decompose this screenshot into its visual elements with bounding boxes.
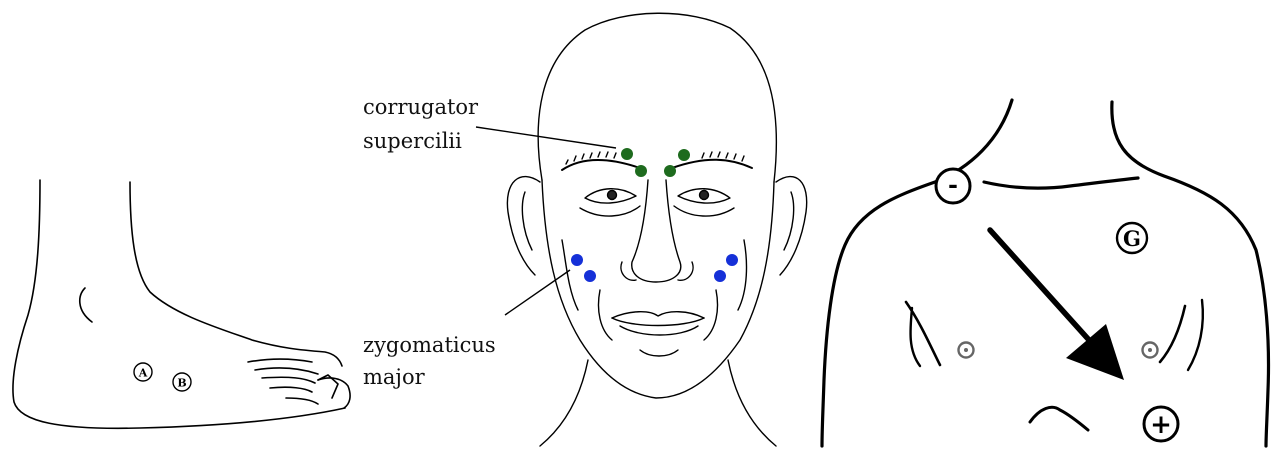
ground-electrode: G	[1117, 223, 1147, 253]
zygomaticus-dot	[571, 254, 583, 266]
zygomaticus-leader-line	[505, 270, 570, 315]
zygomaticus-dot	[714, 270, 726, 282]
corrugator-label-line2: supercilii	[363, 129, 462, 153]
positive-electrode-label: +	[1150, 410, 1172, 440]
zygomaticus-label-line1: zygomaticus	[363, 333, 496, 357]
zygomaticus-electrodes	[571, 254, 738, 282]
negative-electrode-label: -	[948, 170, 958, 199]
negative-electrode: -	[936, 169, 970, 203]
corrugator-dot	[635, 165, 647, 177]
corrugator-leader-line	[476, 127, 616, 148]
lead-direction-arrow-icon	[990, 230, 1124, 380]
corrugator-electrodes	[621, 148, 690, 177]
foot-electrode-b: B	[173, 373, 191, 391]
ground-electrode-label: G	[1123, 226, 1141, 251]
chest-panel: - G +	[822, 100, 1269, 446]
corrugator-dot	[664, 165, 676, 177]
face-panel: corrugator supercilii zygomaticus major	[363, 13, 807, 446]
foot-panel: A B	[13, 180, 350, 428]
zygomaticus-label-line2: major	[363, 365, 426, 389]
zygomaticus-dot	[726, 254, 738, 266]
positive-electrode: +	[1144, 407, 1178, 441]
electrode-b-label: B	[177, 377, 186, 390]
corrugator-label-line1: corrugator	[363, 95, 479, 119]
face-outline	[507, 13, 806, 446]
corrugator-dot	[621, 148, 633, 160]
right-nipple-icon	[1143, 343, 1158, 358]
foot-electrode-a: A	[134, 363, 152, 381]
corrugator-dot	[678, 149, 690, 161]
chest-outline	[822, 100, 1269, 446]
zygomaticus-dot	[584, 270, 596, 282]
electrode-a-label: A	[138, 367, 148, 380]
left-nipple-icon	[959, 343, 974, 358]
